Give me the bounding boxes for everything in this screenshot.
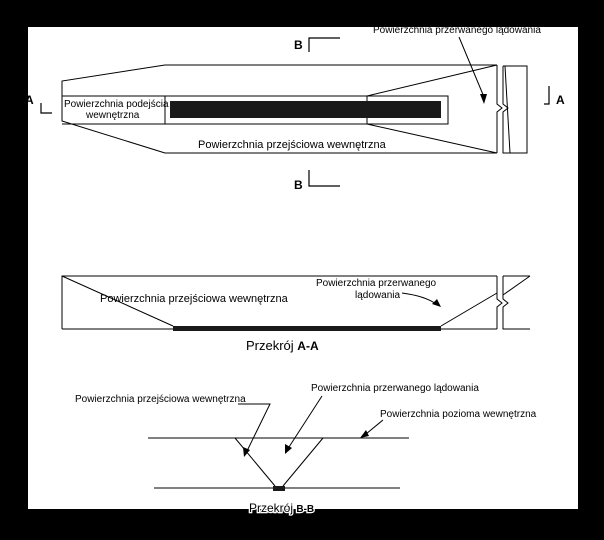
plan-label-balked-landing: Powierzchnia przerwanego lądowania (373, 25, 541, 36)
plan-outline-left-upper (61, 64, 166, 96)
section-bb-label-balked-landing: Powierzchnia przerwanego lądowania (311, 383, 479, 394)
inner-rectangle (164, 95, 449, 125)
section-aa-label-balked-line2: lądowania (355, 290, 400, 301)
section-aa-right-break (496, 276, 503, 329)
plan-right-piece-taper (504, 65, 511, 154)
marker-a-right: A (556, 93, 565, 107)
marker-b-top: B (294, 38, 303, 52)
section-bb-leader-transitional (238, 403, 271, 452)
section-aa-leader-arrowhead (432, 299, 441, 307)
plan-label-inner-approach-line1: Powierzchnia podejścia (64, 99, 169, 110)
section-bb-right-slope (282, 437, 324, 487)
section-bb-leader-balked-arrowhead (285, 444, 292, 454)
section-bb-leader-transitional-arrowhead (243, 447, 250, 457)
marker-a-right-symbol (544, 86, 550, 105)
section-aa-label-inner-transitional: Powierzchnia przejściowa wewnętrzna (100, 293, 289, 305)
section-bb-leader-horizontal (365, 419, 384, 435)
section-aa-runway (173, 326, 441, 331)
section-aa-transitional-slope (61, 275, 174, 327)
plan-leader-arrowhead (480, 94, 487, 104)
balked-landing-lower-edge (366, 123, 498, 154)
section-bb-label-inner-horizontal: Powierzchnia pozioma wewnętrzna (380, 409, 537, 420)
plan-label-inner-approach-line2: wewnętrzna (85, 110, 140, 121)
section-bb-label-inner-transitional: Powierzchnia przejściowa wewnętrzna (75, 394, 246, 405)
section-aa-balked-slope (440, 292, 498, 327)
section-bb-leader-balked (288, 395, 323, 448)
section-bb-leader-horizontal-arrowhead (360, 430, 369, 438)
section-aa-right-slope (502, 275, 531, 296)
section-bb-caption: Przekrój B-B (249, 501, 314, 515)
marker-a-left-symbol (40, 103, 52, 114)
runway-strip (170, 101, 441, 118)
section-bb-runway (273, 486, 285, 491)
marker-b-top-symbol (308, 37, 340, 52)
section-aa-label-balked-line1: Powierzchnia przerwanego (316, 278, 437, 289)
section-aa-right-piece (502, 276, 530, 330)
plan-outline-right-break (496, 65, 503, 153)
plan-right-piece (502, 65, 528, 154)
plan-label-inner-transitional: Powierzchnia przejściowa wewnętrzna (198, 139, 387, 151)
plan-leader-balked-landing (458, 36, 485, 98)
plan-view (61, 64, 528, 154)
section-aa-caption: Przekrój A-A (246, 338, 319, 353)
marker-b-bottom-symbol (308, 170, 340, 187)
section-bb-left-slope (234, 437, 276, 487)
plan-outline-left-lower (61, 96, 166, 154)
balked-landing-upper-edge (366, 64, 498, 97)
marker-b-bottom: B (294, 178, 303, 192)
marker-a-left: A (25, 93, 34, 107)
